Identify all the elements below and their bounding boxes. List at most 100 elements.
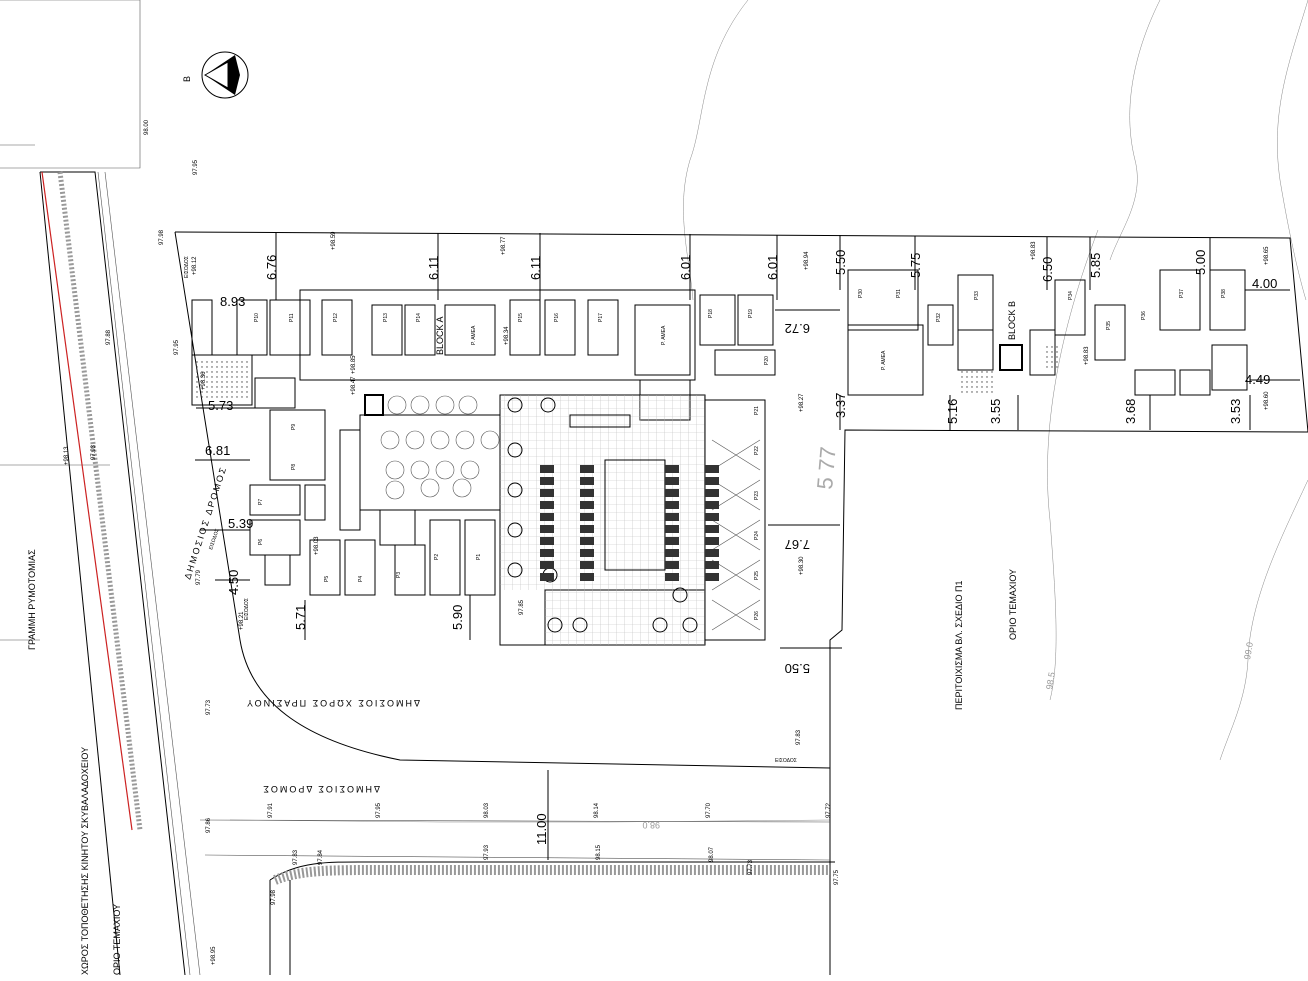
boundary-line-label: ΓΡΑΜΜΗ ΡΥΜΟΤΟΜΙΑΣ [27, 549, 37, 650]
table-icon [665, 489, 679, 497]
umbrella-icon [682, 617, 698, 633]
umbrella-icon [540, 397, 556, 413]
dim-5-39: 5.39 [228, 516, 253, 531]
parking-bay-label: P18 [708, 309, 714, 318]
table-icon [665, 477, 679, 485]
spot-level: +98.30 [799, 556, 805, 575]
dim-7-67: 7.67 [785, 537, 810, 552]
parking-bay-label: P19 [748, 309, 754, 318]
spot-level: 97.83 [293, 849, 299, 865]
courtyard-trees [380, 395, 719, 633]
dim-6-72: 6.72 [785, 321, 810, 336]
parking-bay-label: P36 [1141, 311, 1147, 320]
dim-5-71: 5.71 [293, 605, 308, 630]
spot-level: 97.93 [484, 844, 490, 860]
spot-level: 97.93 [91, 444, 97, 460]
table-icon [705, 477, 719, 485]
fence-wall-label: ΠΕΡΙΤΟΙΧΙΣΜΑ ΒΛ. ΣΧΕΔΙΟ Π1 [954, 580, 964, 710]
table-icon [665, 573, 679, 581]
parking-bay-label: P15 [518, 313, 524, 322]
parking-bay-label: P13 [383, 313, 389, 322]
dim-3-68: 3.68 [1123, 399, 1138, 424]
tree-icon [452, 478, 472, 498]
spot-level: 97.83 [796, 729, 802, 745]
skip-location-label: ΧΩΡΟΣ ΤΟΠΟΘΕΤΗΣΗΣ ΚΙΝΗΤΟΥ ΣΚΥΒΑΛΑΔΟΧΕΙΟΥ [80, 747, 90, 975]
parking-bay-label: P12 [333, 313, 339, 322]
table-icon [580, 549, 594, 557]
parking-bay-label: P26 [754, 611, 760, 620]
spot-level: 97.98 [159, 229, 165, 245]
table-icon [580, 537, 594, 545]
dim-5-16: 5.16 [945, 399, 960, 424]
parking-bay-label: P2 [434, 554, 440, 560]
dimension-labels: 8.93 6.76 6.11 6.11 6.01 6.01 5.50 5.75 … [205, 250, 1277, 845]
dim-5-85: 5.85 [1088, 253, 1103, 278]
dim-8-93: 8.93 [220, 294, 245, 309]
dim-5-50a: 5.50 [833, 250, 848, 275]
parking-bay-label: P8 [291, 464, 297, 470]
tree-icon [435, 460, 455, 480]
spot-level: +98.59 [331, 231, 337, 250]
dim-6-50: 6.50 [1040, 257, 1055, 282]
parking-bay-label: P23 [754, 491, 760, 500]
parking-bay-label: P5 [324, 576, 330, 582]
parking-bay-label: P38 [1221, 289, 1227, 298]
tree-icon [480, 430, 500, 450]
dim-6-01b: 6.01 [765, 255, 780, 280]
terrain-contours [0, 0, 1308, 823]
umbrella-icon [507, 562, 523, 578]
entrance-label-3: ΕΙΣΟΔΟΣ [244, 598, 250, 620]
parking-bay-label: P25 [754, 571, 760, 580]
spot-level: +98.47 [351, 376, 357, 395]
table-icon [540, 489, 554, 497]
block-b-label: BLOCK B [1007, 301, 1017, 340]
tree-icon [380, 430, 400, 450]
entrance-label-1: ΕΙΣΟΔΟΣ [184, 256, 190, 278]
table-icon [580, 561, 594, 569]
umbrella-icon [507, 482, 523, 498]
table-icon [665, 465, 679, 473]
parking-bay-label: P3 [396, 572, 402, 578]
spot-level: 97.79 [196, 569, 202, 585]
parking-bay-label: P9 [291, 424, 297, 430]
table-icon [540, 513, 554, 521]
central-courtyard [359, 394, 706, 646]
dim-6-11a: 6.11 [426, 256, 441, 280]
table-icon [705, 537, 719, 545]
tree-icon [410, 395, 430, 415]
north-arrow: B [182, 51, 249, 99]
block-b-building [847, 269, 1248, 396]
umbrella-icon [507, 442, 523, 458]
table-icon [705, 525, 719, 533]
spot-level: +98.21 [239, 611, 245, 630]
table-icon [705, 561, 719, 569]
table-icon [705, 465, 719, 473]
parking-bay-label: P22 [754, 446, 760, 455]
dim-5-50b: 5.50 [785, 661, 810, 676]
dim-3-53: 3.53 [1228, 399, 1243, 424]
spot-level: 98.15 [596, 844, 602, 860]
table-icon [665, 561, 679, 569]
table-icon [665, 501, 679, 509]
dim-6-01a: 6.01 [678, 255, 693, 280]
table-icon [665, 549, 679, 557]
table-icon [540, 465, 554, 473]
tree-icon [435, 395, 455, 415]
tree-icon [430, 430, 450, 450]
dim-4-00: 4.00 [1252, 276, 1277, 291]
tree-icon [455, 430, 475, 450]
table-icon [580, 477, 594, 485]
public-road-south-label: ΔΗΜΟΣΙΟΣ ΔΡΟΜΟΣ [261, 784, 380, 794]
dim-5-73: 5.73 [208, 398, 233, 413]
plot-boundary [174, 231, 1308, 975]
contour-577: 5 77 [812, 446, 841, 491]
spot-level: 98.03 [484, 802, 490, 818]
parking-bay-label: P24 [754, 531, 760, 540]
spot-level: 97.98 [271, 889, 277, 905]
spot-level: +98.65 [1264, 246, 1270, 265]
parking-bay-label: P17 [598, 313, 604, 322]
spot-level: 98.07 [709, 846, 715, 862]
